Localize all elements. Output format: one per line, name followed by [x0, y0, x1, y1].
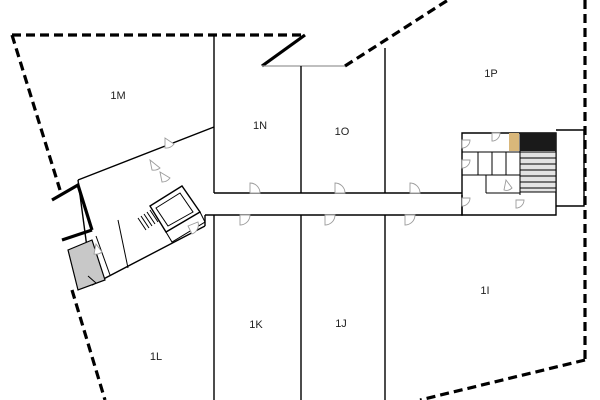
- exterior-walls: [10, 0, 587, 400]
- lobby-stair: [137, 185, 206, 243]
- room-label-1i: 1I: [480, 285, 489, 297]
- door-1i: [404, 214, 416, 226]
- exterior-wall-southwest: [70, 289, 107, 400]
- room-label-1p: 1P: [484, 68, 497, 80]
- lobby-partition-a: [117, 219, 129, 269]
- room-label-1o: 1O: [335, 126, 350, 138]
- east-annex: [556, 129, 585, 207]
- east-core: [461, 129, 585, 216]
- door-storage: [93, 242, 103, 255]
- door-1j: [324, 214, 336, 226]
- door-lobby-mid: [159, 171, 171, 183]
- door-core-b: [491, 132, 501, 142]
- exterior-wall-southeast: [419, 358, 586, 400]
- door-core-d: [461, 197, 471, 207]
- door-1o: [334, 182, 346, 194]
- room-label-1m: 1M: [110, 90, 125, 102]
- door-1k: [239, 214, 251, 226]
- exterior-wall-west-lower: [61, 228, 93, 242]
- doors: [93, 132, 525, 255]
- stair-landing: [165, 211, 206, 243]
- corridor-wall-bottom: [205, 195, 463, 216]
- room-label-1j: 1J: [335, 318, 347, 330]
- room-label-1n: 1N: [253, 120, 267, 132]
- door-lobby-west: [149, 158, 161, 171]
- door-1p: [409, 182, 421, 194]
- storage-fill: [67, 239, 106, 291]
- door-1l: [187, 221, 199, 235]
- exterior-wall-northwest: [10, 34, 62, 191]
- stair-inner: [155, 192, 194, 227]
- exterior-wall-north-right: [344, 0, 449, 68]
- room-labels: 1M 1N 1O 1P 1L 1K 1J 1I: [110, 68, 497, 363]
- door-core-f: [503, 178, 513, 191]
- exterior-wall-notch: [261, 33, 306, 68]
- core-stair-fill: [519, 151, 557, 193]
- core-lift: [520, 133, 556, 151]
- storage-room: [67, 239, 106, 291]
- door-core-c: [461, 159, 471, 169]
- storage-mark: [87, 275, 97, 284]
- door-core-a: [461, 139, 471, 149]
- lobby-wall-upper: [77, 126, 215, 181]
- stair-steps: [137, 209, 159, 231]
- door-1n: [249, 182, 261, 194]
- core-shaft: [509, 133, 519, 151]
- room-label-1k: 1K: [249, 319, 263, 331]
- exterior-wall-west-corner: [51, 182, 94, 231]
- lobby-partition-b: [95, 235, 111, 276]
- door-1m: [164, 137, 175, 149]
- interior-walls: [77, 35, 463, 400]
- core-stair-treads: [520, 157, 556, 189]
- door-core-e: [515, 199, 525, 209]
- room-label-1l: 1L: [150, 351, 162, 363]
- lobby-wall-lower: [91, 225, 206, 286]
- core-wc-wall: [485, 175, 520, 194]
